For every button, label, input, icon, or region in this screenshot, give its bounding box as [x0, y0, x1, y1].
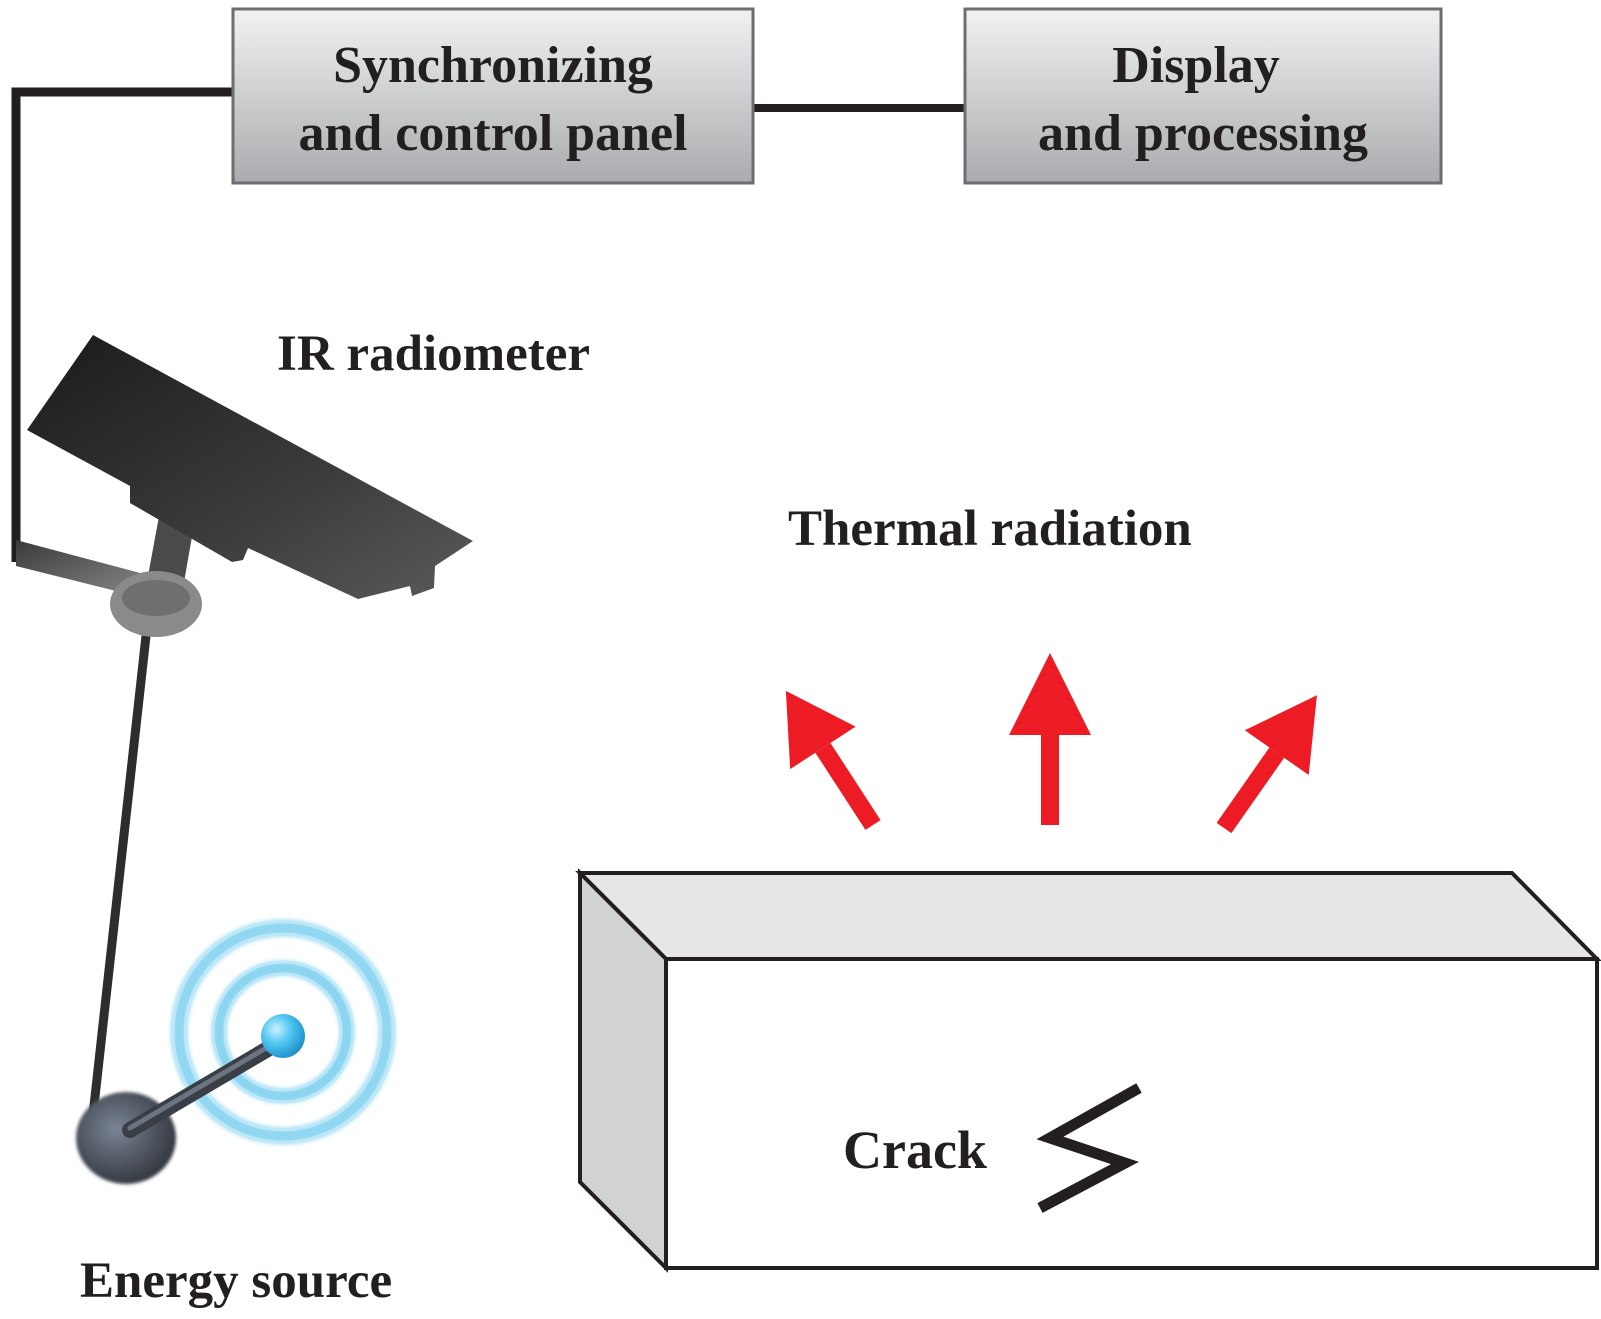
wire-camera-to-source — [85, 635, 151, 1143]
wire-camera-to-sync — [11, 87, 233, 562]
sync-block-line2: and control panel — [298, 105, 687, 162]
crack-label: Crack — [843, 1120, 987, 1180]
display-processing-block: Display and processing — [963, 7, 1443, 185]
thermal-radiation-arrows — [785, 653, 1317, 834]
wires — [11, 87, 965, 1143]
radiation-arrow-right — [1216, 695, 1317, 834]
display-block-line2: and processing — [1038, 105, 1368, 162]
specimen-top-face — [575, 871, 1601, 961]
ir-camera-icon — [16, 335, 473, 637]
crack-icon — [1036, 1083, 1142, 1213]
radiation-arrow-center — [1009, 653, 1091, 825]
specimen-block — [575, 868, 1601, 1273]
sync-block-line1: Synchronizing — [333, 37, 653, 94]
energy-source-label: Energy source — [80, 1253, 392, 1309]
display-block-line1: Display — [1112, 37, 1280, 94]
sync-control-panel-block: Synchronizing and control panel — [231, 7, 755, 185]
energy-source-icon — [76, 920, 395, 1184]
ir-radiometer-label: IR radiometer — [277, 326, 590, 382]
thermal-radiation-label: Thermal radiation — [788, 501, 1192, 557]
radiation-arrow-left — [785, 690, 881, 830]
specimen-front-face — [664, 957, 1599, 1270]
